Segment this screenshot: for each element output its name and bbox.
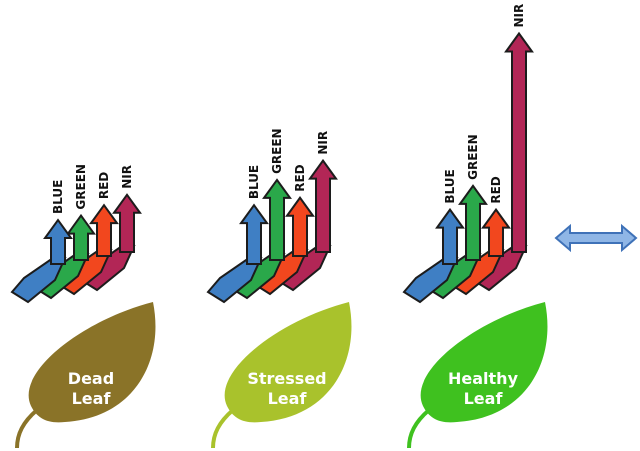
band-label-red-healthy: RED xyxy=(489,176,503,203)
leaf-group-healthy: NIR RED GREEN BLUE Healthy Leaf xyxy=(402,4,548,449)
leaf-label-dead-line1: Dead xyxy=(68,369,114,388)
arrow-blue-stressed xyxy=(239,203,269,265)
leaf-shape-dead xyxy=(28,302,156,423)
band-label-nir-stressed: NIR xyxy=(316,131,330,155)
double-headed-arrow-icon xyxy=(554,223,638,253)
arrow-stack-healthy: NIR RED GREEN BLUE xyxy=(402,4,534,304)
arrow-stack-stressed: NIR RED GREEN BLUE xyxy=(206,128,338,304)
leaf-label-healthy-line2: Leaf xyxy=(464,389,504,408)
leaf-label-stressed-line2: Leaf xyxy=(268,389,308,408)
leaf-shape-healthy xyxy=(420,302,548,423)
arrow-red-healthy xyxy=(481,207,511,257)
arrow-blue-healthy xyxy=(435,207,465,265)
band-label-green-stressed: GREEN xyxy=(270,128,284,174)
arrow-green-stressed xyxy=(262,178,292,261)
leaf-shape-stressed xyxy=(224,302,352,423)
leaf-label-dead-line2: Leaf xyxy=(72,389,112,408)
arrow-nir-dead xyxy=(112,193,142,253)
band-label-green-dead: GREEN xyxy=(74,164,88,210)
arrow-nir-stressed xyxy=(308,158,338,253)
arrow-nir-healthy xyxy=(504,31,534,253)
band-label-red-dead: RED xyxy=(97,172,111,199)
leaf-stem-healthy xyxy=(407,408,431,449)
leaf-label-healthy-line1: Healthy xyxy=(448,369,519,388)
leaf-group-stressed: NIR RED GREEN BLUE Stressed Leaf xyxy=(206,128,352,449)
arrow-red-dead xyxy=(89,203,119,257)
band-label-blue-stressed: BLUE xyxy=(247,165,261,199)
leaf-stem-dead xyxy=(15,408,39,449)
leaf-group-dead: NIR RED GREEN BLUE Dead Leaf xyxy=(10,164,156,449)
leaf-label-stressed-line1: Stressed xyxy=(247,369,326,388)
leaf-stem-stressed xyxy=(211,408,235,449)
band-label-blue-dead: BLUE xyxy=(51,180,65,214)
band-label-red-stressed: RED xyxy=(293,164,307,191)
band-label-green-healthy: GREEN xyxy=(466,134,480,180)
arrow-green-healthy xyxy=(458,184,488,261)
band-label-nir-healthy: NIR xyxy=(512,4,526,28)
band-label-blue-healthy: BLUE xyxy=(443,169,457,203)
arrow-red-stressed xyxy=(285,196,315,257)
band-label-nir-dead: NIR xyxy=(120,165,134,189)
arrow-blue-dead xyxy=(43,218,73,265)
arrow-green-dead xyxy=(66,213,96,261)
arrow-stack-dead: NIR RED GREEN BLUE xyxy=(10,164,142,304)
